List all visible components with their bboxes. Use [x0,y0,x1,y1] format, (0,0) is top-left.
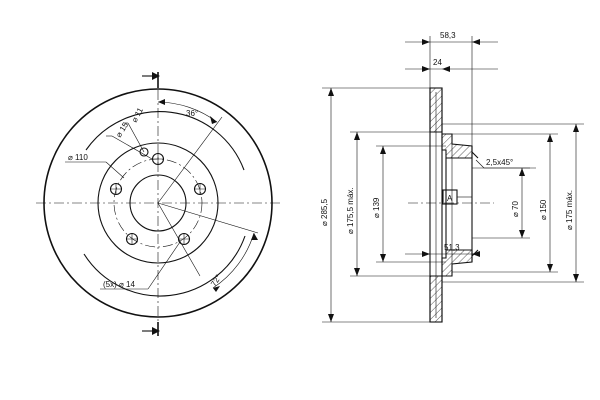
radial-line-bolt [157,202,201,277]
dim-d139: ⌀ 139 [372,197,381,218]
dim-d70: ⌀ 70 [511,201,520,217]
bolt-holes [109,152,207,246]
dim-d2855: ⌀ 285,5 [320,198,329,226]
bolt-hole [125,232,139,246]
hat-section-top [441,133,473,159]
friction-ring-arc-lower [83,235,246,297]
dim-w583: 58,3 [440,31,456,40]
bolt-hole [193,182,207,196]
bolt-hole [151,152,165,166]
datum-label: A [447,194,453,203]
dim-d175: ⌀ 175 máx. [565,190,574,230]
section-marker-top [142,72,160,88]
dim-angle72: 72° [209,273,223,288]
friction-ring-arc [85,111,245,171]
side-view: A 58,3 24 ⌀ 285,5 [320,31,584,323]
section-marker-bottom [142,322,160,336]
dim-angle36: 36° [186,109,198,118]
dim-d110: ⌀ 110 [68,153,88,162]
dim-d11: ⌀ 11 [130,106,145,124]
dim-d150: ⌀ 150 [539,199,548,220]
radial-line-72 [157,202,259,234]
radial-line-36 [157,116,223,204]
dim-chamfer: 2,5x45° [486,158,513,167]
bolt-hole [109,182,123,196]
front-view: ⌀ 11 ⌀ 15 ⌀ 110 36° 72° (5x) ⌀ 14 [36,72,282,336]
dim-w513: 51,3 [444,243,460,252]
dim-bolt-holes: (5x) ⌀ 14 [103,280,135,289]
dim-d1755: ⌀ 175,5 máx. [346,187,355,234]
dim-w24: 24 [433,58,442,67]
